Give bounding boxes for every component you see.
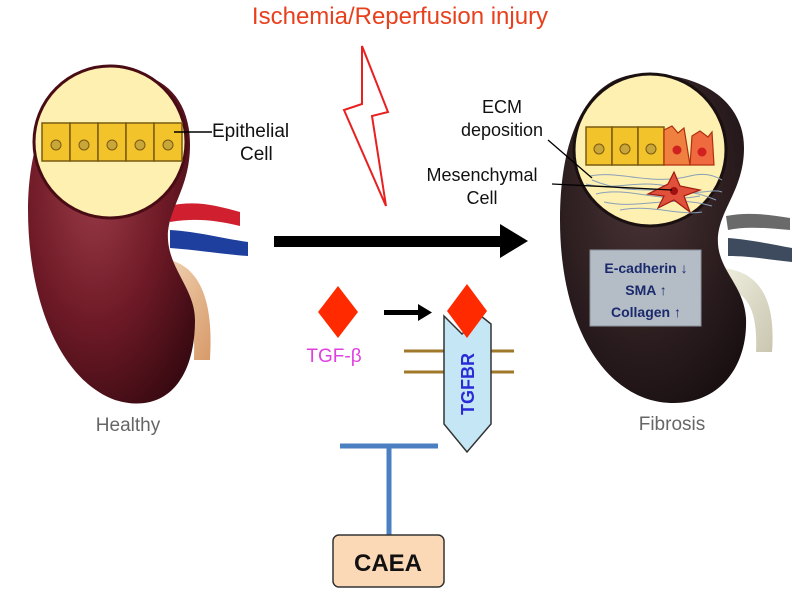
mesenchymal-cell <box>645 170 703 214</box>
fibrosis-cell-row <box>585 125 715 166</box>
inhibition-symbol <box>340 443 438 535</box>
epithelial-label-line1: Epithelial <box>212 121 289 142</box>
mesenchymal-label-line2: Cell <box>466 188 497 208</box>
tgf-beta-ligand-icon <box>318 286 358 338</box>
diagram-title: Ischemia/Reperfusion injury <box>252 3 548 30</box>
marker-box <box>589 249 702 327</box>
tgf-beta-label: TGF-β <box>306 346 361 367</box>
epithelial-label-line2: Cell <box>240 144 273 165</box>
caea-label: CAEA <box>354 550 422 577</box>
fibrosis-label: Fibrosis <box>639 414 706 435</box>
healthy-kidney <box>28 64 248 404</box>
ecm-label-line1: ECM <box>482 97 522 117</box>
ecm-label-line2: deposition <box>461 120 543 140</box>
marker-e-cadherin: E-cadherin ↓ <box>604 260 687 276</box>
tgfbr-receptor: TGFBR <box>404 284 514 454</box>
progression-arrow <box>274 224 528 258</box>
caea-box <box>332 534 445 588</box>
ecm-pointer <box>547 139 593 179</box>
receptor-label: TGFBR <box>458 353 478 415</box>
ureter <box>158 258 211 360</box>
marker-collagen: Collagen ↑ <box>611 304 681 320</box>
lightning-bolt-icon <box>342 45 390 207</box>
healthy-label: Healthy <box>96 415 161 436</box>
epithelial-cell-row <box>41 122 183 162</box>
fibrosis-artery <box>726 213 790 230</box>
marker-sma: SMA ↑ <box>625 282 666 298</box>
binding-arrow <box>384 304 432 321</box>
fibrosis-vein <box>728 238 792 262</box>
vein <box>170 230 248 256</box>
fibrosis-kidney <box>560 72 792 404</box>
mesenchymal-label-line1: Mesenchymal <box>426 165 537 185</box>
artery <box>168 203 240 226</box>
mesenchymal-pointer <box>551 183 673 191</box>
bound-ligand-icon <box>447 284 487 338</box>
